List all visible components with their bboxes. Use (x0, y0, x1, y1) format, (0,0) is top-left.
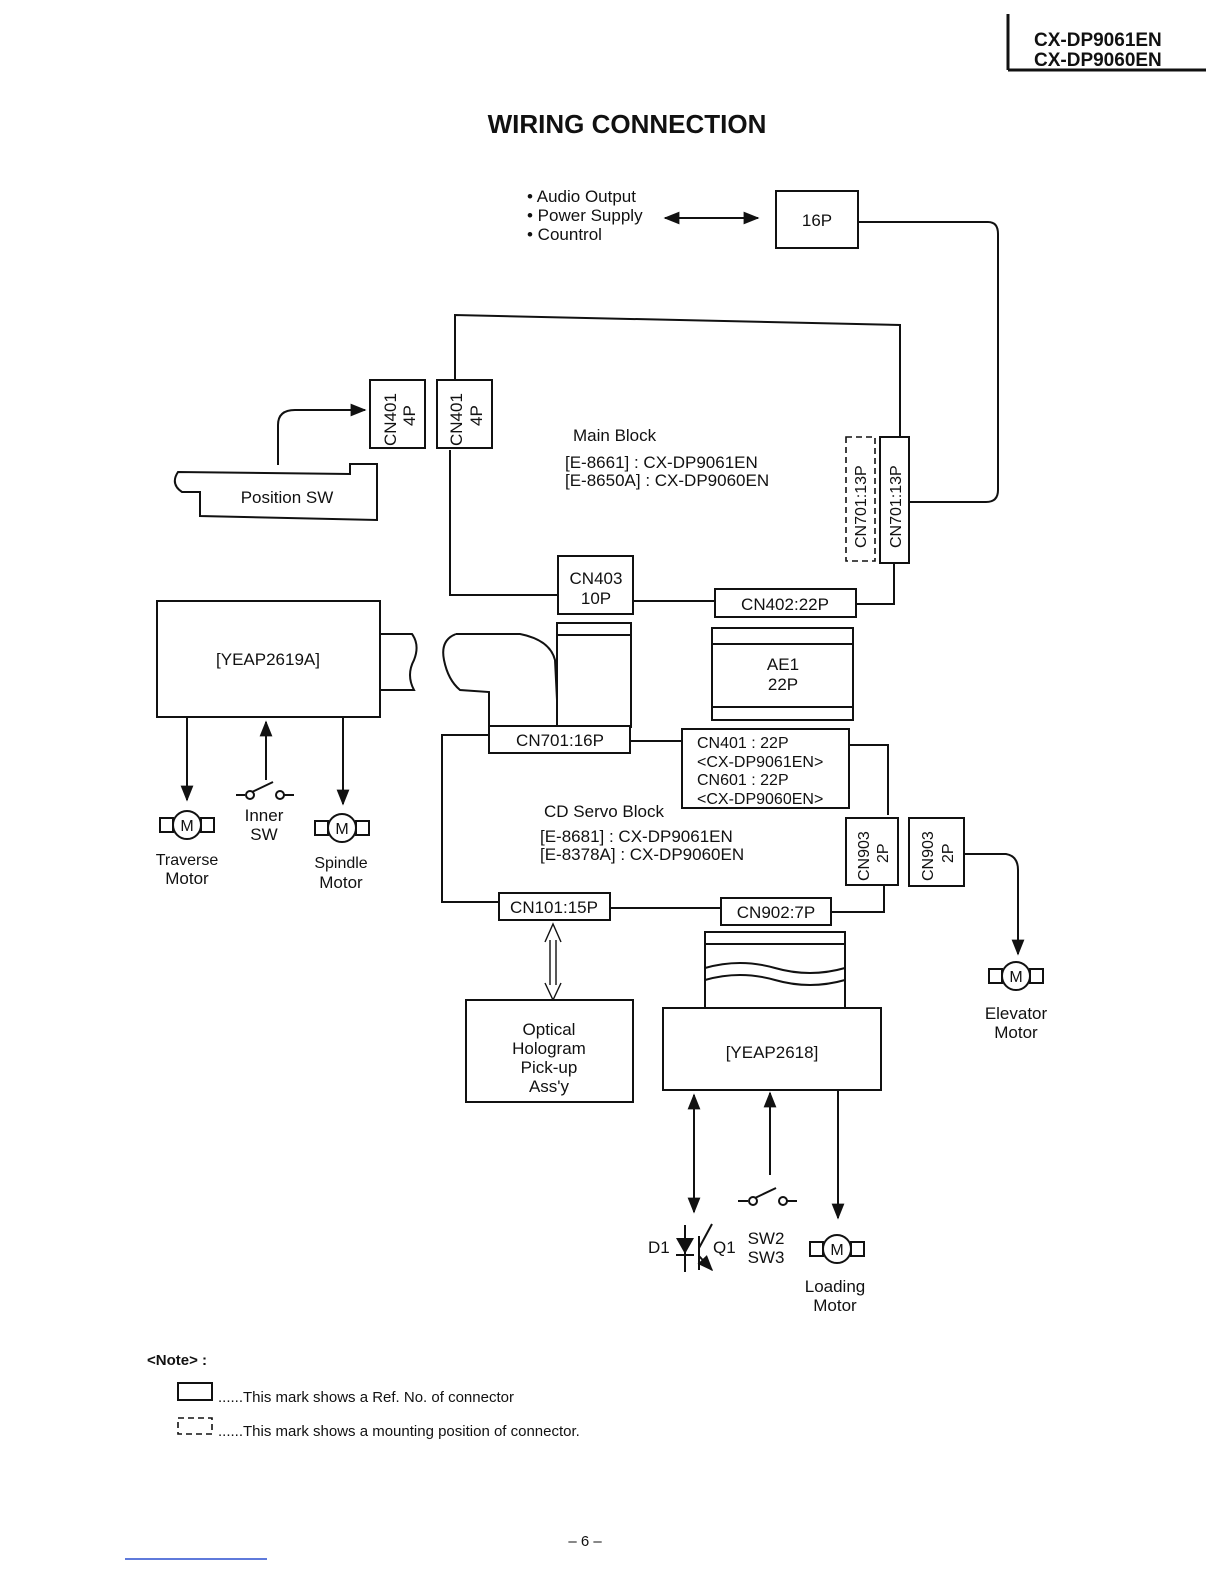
svg-text:CD Servo Block: CD Servo Block (544, 802, 664, 821)
module-yeap2619a (156, 600, 381, 718)
connector-cn903: CN903 2P (908, 817, 965, 887)
model-number-1: CX-DP9061EN (1034, 30, 1162, 51)
position-sw-label: Position SW (241, 488, 334, 507)
io-control: • Countrol (527, 225, 602, 244)
elevator-motor: M Elevator Motor (985, 961, 1048, 1042)
connector-cn902: CN902:7P (720, 897, 832, 926)
connector-cn403: CN403 10P (557, 555, 634, 615)
main-block-label: Main Block [E-8661] : CX-DP9061EN [E-865… (565, 426, 769, 490)
svg-text:Inner: Inner (245, 806, 284, 825)
main-block-title: Main Block (573, 426, 657, 445)
connector-ae1: AE1 22P (711, 627, 854, 721)
connector-cn401-22p: CN401 : 22P <CX-DP9061EN> CN601 : 22P <C… (681, 728, 850, 809)
io-group: • Audio Output • Power Supply • Countrol… (527, 187, 999, 503)
svg-text:Ass'y: Ass'y (529, 1077, 570, 1096)
module-yeap2618-label: [YEAP2618] (726, 1043, 819, 1062)
svg-text:Traverse: Traverse (156, 852, 219, 869)
svg-text:CN701:13P: CN701:13P (888, 465, 905, 548)
svg-text:CN903: CN903 (920, 831, 937, 881)
model-header: CX-DP9061EN CX-DP9060EN (1006, 14, 1206, 72)
main-block-line-1: [E-8661] : CX-DP9061EN (565, 453, 758, 472)
svg-text:D1: D1 (648, 1238, 670, 1257)
main-block-line-2: [E-8650A] : CX-DP9060EN (565, 471, 769, 490)
svg-text:4P: 4P (467, 405, 486, 426)
connector-cn401-position: CN401 4P (369, 379, 426, 449)
module-yeap2619a-label: [YEAP2619A] (216, 650, 320, 669)
model-number-2: CX-DP9060EN (1034, 50, 1162, 71)
note-line-2: ......This mark shows a mounting positio… (218, 1423, 580, 1440)
svg-text:CN701:13P: CN701:13P (853, 465, 870, 548)
inner-switch: Inner SW (236, 781, 294, 844)
svg-text:SW: SW (250, 825, 277, 844)
connector-cn903-mount: CN903 2P (845, 817, 899, 886)
traverse-motor: M Traverse Motor (156, 810, 219, 888)
svg-text:CN101:15P: CN101:15P (510, 898, 598, 917)
position-sw (173, 463, 378, 522)
svg-text:Optical: Optical (523, 1020, 576, 1039)
svg-text:CN401: CN401 (447, 393, 466, 446)
svg-text:<CX-DP9061EN>: <CX-DP9061EN> (697, 754, 823, 771)
connector-cn401-main: CN401 4P (436, 379, 493, 449)
svg-text:CN701:16P: CN701:16P (516, 731, 604, 750)
svg-text:Motor: Motor (994, 1023, 1038, 1042)
svg-text:CN402:22P: CN402:22P (741, 595, 829, 614)
svg-text:22P: 22P (768, 675, 798, 694)
svg-text:2P: 2P (940, 843, 957, 863)
note-label: <Note> : (147, 1352, 207, 1369)
svg-text:Elevator: Elevator (985, 1004, 1048, 1023)
svg-text:CN902:7P: CN902:7P (737, 903, 815, 922)
connector-16p (775, 190, 859, 249)
svg-text:M: M (180, 818, 193, 835)
switch-sw2-sw3: SW2 SW3 (738, 1187, 797, 1267)
svg-text:CN401: CN401 (381, 393, 400, 446)
svg-text:AE1: AE1 (767, 655, 799, 674)
svg-text:10P: 10P (581, 589, 611, 608)
module-yeap2618 (662, 1007, 882, 1091)
note-line-1: ......This mark shows a Ref. No. of conn… (218, 1389, 514, 1406)
svg-text:M: M (335, 821, 348, 838)
svg-text:Spindle: Spindle (314, 855, 367, 872)
svg-text:M: M (830, 1242, 843, 1259)
svg-text:Loading: Loading (805, 1277, 866, 1296)
svg-text:4P: 4P (400, 405, 419, 426)
io-audio-output: • Audio Output (527, 187, 636, 206)
svg-text:SW2: SW2 (748, 1229, 785, 1248)
page-number: – 6 – (568, 1533, 602, 1550)
connector-cn701-16p: CN701:16P (488, 725, 631, 754)
note-section: <Note> : ......This mark shows a Ref. No… (147, 1352, 580, 1440)
svg-text:Hologram: Hologram (512, 1039, 586, 1058)
cd-servo-label: CD Servo Block [E-8681] : CX-DP9061EN [E… (540, 802, 744, 864)
svg-text:2P: 2P (875, 843, 892, 863)
connector-16p-label: 16P (802, 211, 832, 230)
svg-text:CN401 : 22P: CN401 : 22P (697, 735, 789, 752)
svg-text:CN903: CN903 (856, 831, 873, 881)
spindle-motor: M Spindle Motor (314, 813, 370, 892)
connector-cn402: CN402:22P (714, 588, 857, 618)
connector-cn101: CN101:15P (498, 892, 611, 921)
svg-text:<CX-DP9060EN>: <CX-DP9060EN> (697, 791, 823, 808)
svg-text:M: M (1009, 969, 1022, 986)
svg-text:Pick-up: Pick-up (521, 1058, 578, 1077)
connector-cn701-13p-mount: CN701:13P (845, 436, 876, 562)
svg-text:Motor: Motor (813, 1296, 857, 1315)
connector-cn701-13p: CN701:13P (879, 436, 910, 564)
svg-text:CN403: CN403 (570, 569, 623, 588)
page-title: WIRING CONNECTION (488, 109, 767, 139)
io-power-supply: • Power Supply (527, 206, 643, 225)
svg-text:Q1: Q1 (713, 1238, 736, 1257)
svg-text:Motor: Motor (165, 869, 209, 888)
svg-text:[E-8681] : CX-DP9061EN: [E-8681] : CX-DP9061EN (540, 827, 733, 846)
optical-pickup: Optical Hologram Pick-up Ass'y (465, 999, 634, 1103)
sensor-d1-q1: D1 Q1 (648, 1223, 736, 1272)
svg-text:Motor: Motor (319, 873, 363, 892)
svg-text:[E-8378A] : CX-DP9060EN: [E-8378A] : CX-DP9060EN (540, 845, 744, 864)
loading-motor: M Loading Motor (805, 1234, 866, 1315)
svg-text:SW3: SW3 (748, 1248, 785, 1267)
svg-text:CN601 : 22P: CN601 : 22P (697, 772, 789, 789)
